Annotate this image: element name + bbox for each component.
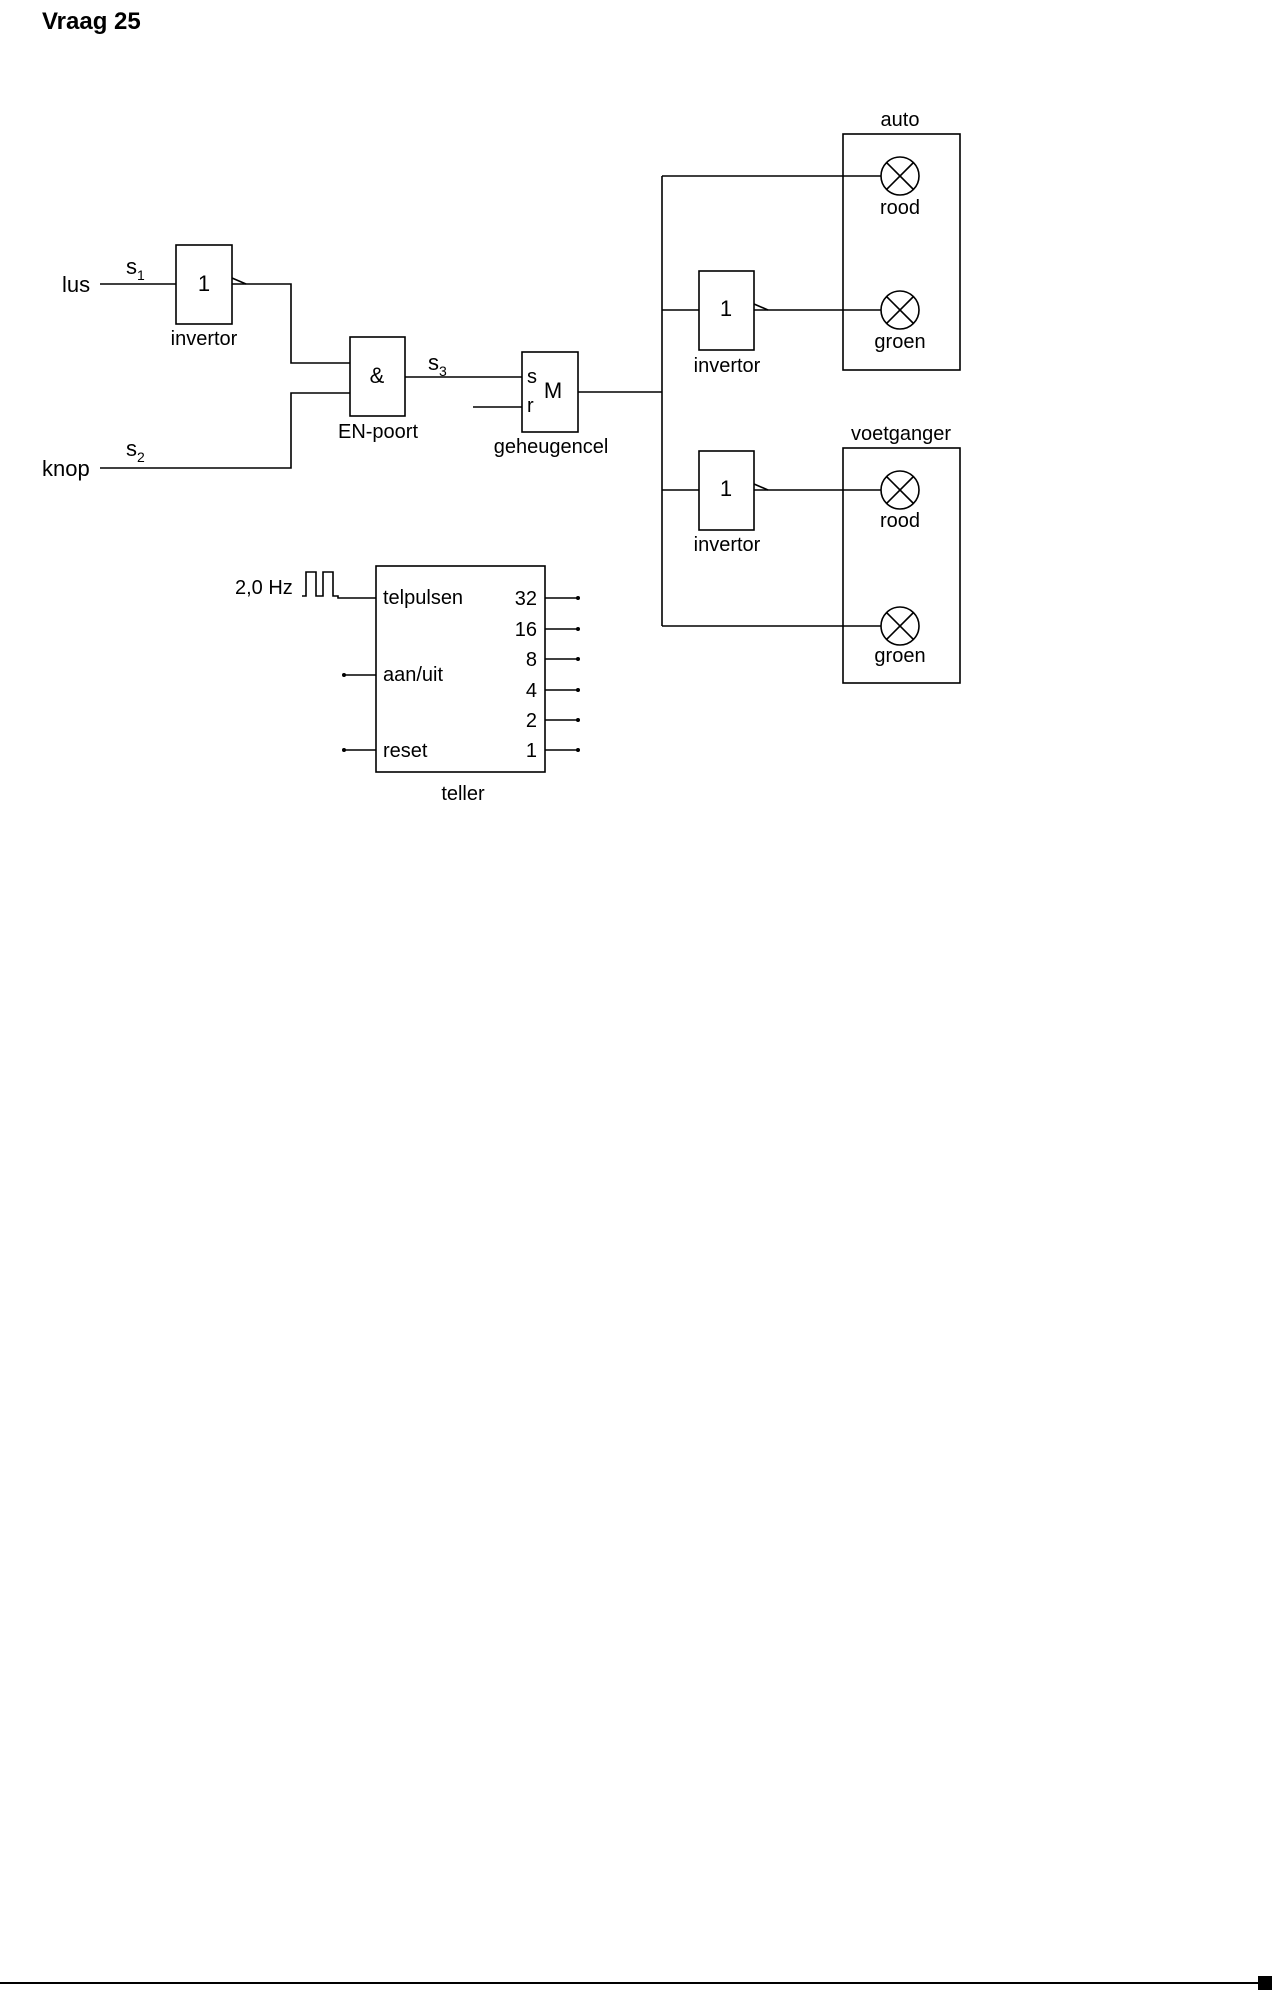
lamp-group-pedestrian-title: voetganger <box>851 423 951 445</box>
counter-output-label: 32 <box>515 588 537 610</box>
invertor-3-label: invertor <box>694 534 761 556</box>
counter-output-4: 4 <box>526 680 580 702</box>
signal-label-s3: s3 <box>428 350 447 379</box>
invertor-1-label: invertor <box>171 328 238 350</box>
lamp-group-auto-title: auto <box>881 109 920 131</box>
counter-label: teller <box>441 783 485 805</box>
counter-output-32: 32 <box>515 588 580 610</box>
invertor-gate-3 <box>698 450 755 531</box>
lamp-auto-red-label: rood <box>880 197 920 219</box>
invertor-gate-1 <box>175 244 233 325</box>
signal-label-s1: s1 <box>126 254 145 283</box>
counter-input-reset-label: reset <box>383 740 428 762</box>
memory-cell-set: s <box>527 366 537 388</box>
footer-rule <box>0 1982 1258 1984</box>
memory-cell-reset: r <box>527 395 534 417</box>
counter-output-label: 1 <box>526 740 537 762</box>
lamp-group-pedestrian <box>842 447 961 684</box>
counter-output-label: 4 <box>526 680 537 702</box>
input-label-knop: knop <box>42 456 90 481</box>
terminal-counter-enable <box>342 673 346 677</box>
counter-output-16: 16 <box>515 619 580 641</box>
clock-frequency-label: 2,0 Hz <box>235 577 293 599</box>
lamp-pedestrian-red-icon <box>880 470 920 510</box>
counter-output-8: 8 <box>526 649 580 671</box>
and-gate-symbol: & <box>370 363 385 388</box>
clock-pulse-icon <box>302 571 376 599</box>
invertor-2-symbol: 1 <box>720 296 732 321</box>
counter-output-2: 2 <box>526 710 580 732</box>
invertor-1-symbol: 1 <box>198 271 210 296</box>
lamp-auto-red-icon <box>880 156 920 196</box>
lamp-pedestrian-red-label: rood <box>880 510 920 532</box>
invertor-1-output-marker <box>231 277 247 285</box>
invertor-3-output-marker <box>753 483 769 491</box>
invertor-gate-2 <box>698 270 755 351</box>
lamp-pedestrian-green-label: groen <box>874 645 925 667</box>
counter-output-label: 2 <box>526 710 537 732</box>
memory-cell-label: geheugencel <box>494 436 609 458</box>
lamp-auto-green-label: groen <box>874 331 925 353</box>
counter-input-count-label: telpulsen <box>383 587 463 609</box>
lamp-group-auto <box>842 133 961 371</box>
lamp-auto-green-icon <box>880 290 920 330</box>
counter-box <box>375 565 546 773</box>
lamp-pedestrian-green-icon <box>880 606 920 646</box>
wire-knop-to-and <box>100 392 350 469</box>
invertor-3-symbol: 1 <box>720 476 732 501</box>
counter-output-1: 1 <box>526 740 580 762</box>
signal-label-s2: s2 <box>126 436 145 465</box>
memory-cell-symbol: M <box>544 378 562 403</box>
wire-invertor1-to-and <box>232 283 350 364</box>
logic-circuit-diagram: lus s1 1 invertor knop s2 & EN-poort s3 … <box>42 109 961 805</box>
page-title: Vraag 25 <box>42 8 141 35</box>
memory-cell <box>521 351 579 433</box>
invertor-2-output-marker <box>753 303 769 311</box>
invertor-2-label: invertor <box>694 355 761 377</box>
and-gate <box>349 336 406 417</box>
page-corner-mark <box>1258 1976 1272 1990</box>
counter-input-enable-label: aan/uit <box>383 664 443 686</box>
counter-output-label: 8 <box>526 649 537 671</box>
terminal-counter-reset <box>342 748 346 752</box>
and-gate-label: EN-poort <box>338 421 418 443</box>
counter-output-label: 16 <box>515 619 537 641</box>
input-label-lus: lus <box>62 272 90 297</box>
